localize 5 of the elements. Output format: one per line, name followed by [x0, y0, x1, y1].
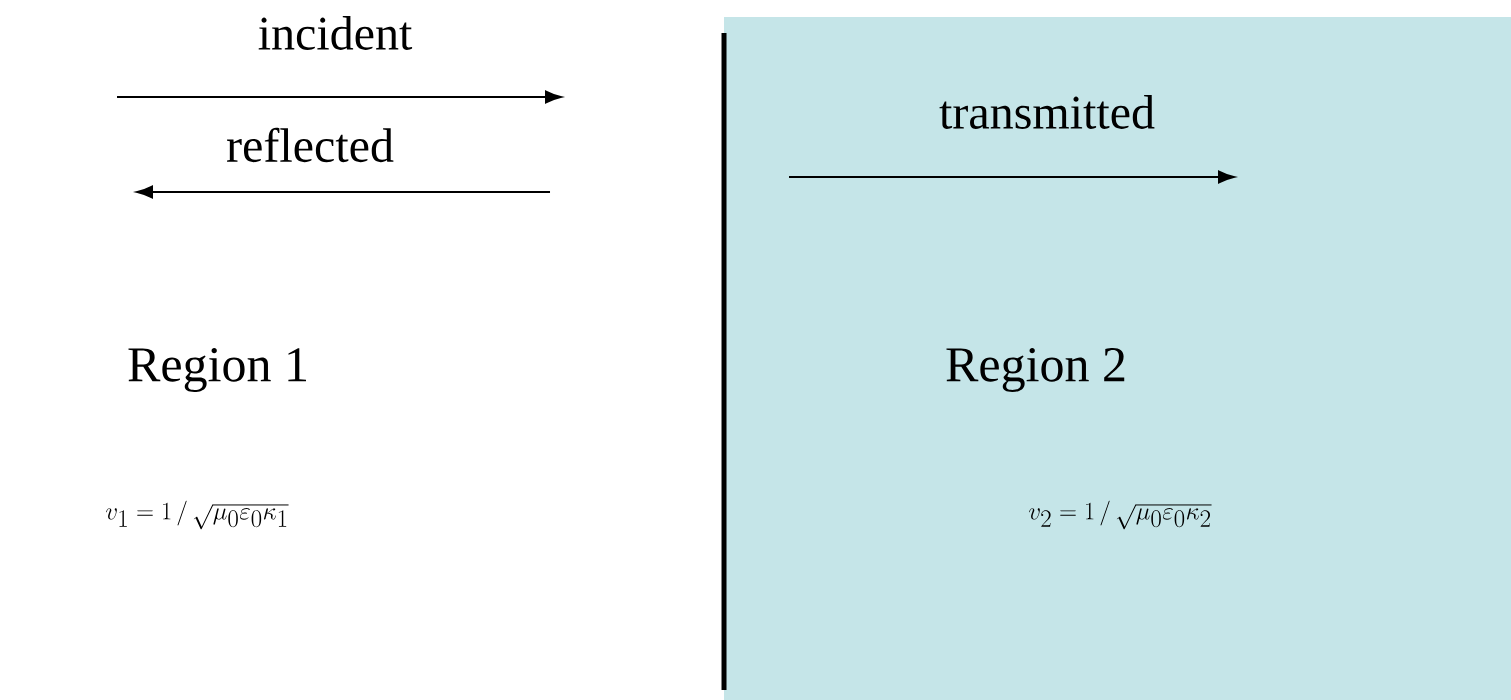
formula: $v_{1} = 1 \,/\, \sqrt{\mu_{0}\varepsilon_{0}\kappa_{1}}$ — [106, 500, 289, 530]
text-label: Region 1 — [128, 348, 306, 392]
region-panel: transmitted Region 2 $v_{2} = 1 \,/\, \sqrt{\mu_{0}\varepsilon_{0}\kappa_{2}}$ — [724, 17, 1511, 700]
text-label: reflected — [227, 127, 394, 163]
text-label: incident — [258, 16, 413, 50]
